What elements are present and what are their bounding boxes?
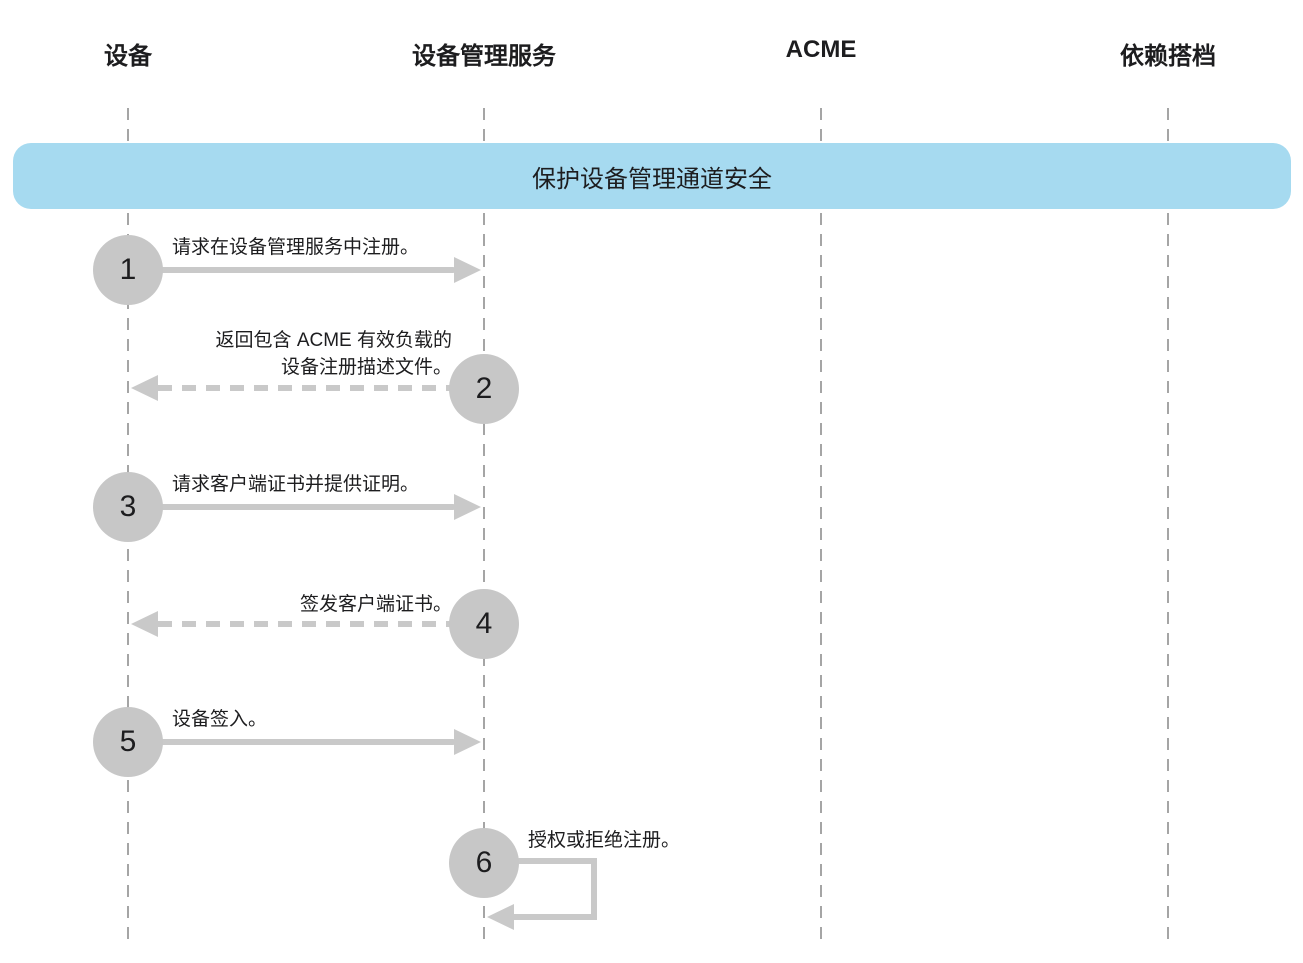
step-3-message: 请求客户端证书并提供证明。: [172, 474, 420, 495]
step-2-arrow-line-dashed: [158, 385, 452, 391]
step-2-number: 2: [475, 372, 493, 405]
actor-label-acme: ACME: [785, 36, 857, 63]
lifeline-mdm-service: [483, 108, 485, 948]
actor-label-relying-partner: 依赖搭档: [1120, 43, 1216, 70]
step-6-self-loop-line: [505, 858, 597, 920]
step-5-arrowhead-right-icon: [454, 729, 481, 755]
step-5-message: 设备签入。: [172, 709, 268, 730]
step-4-circle: 4: [449, 589, 519, 659]
step-6-arrowhead-left-icon: [487, 904, 514, 930]
step-4-message: 签发客户端证书。: [299, 594, 452, 615]
step-1-arrow-line: [150, 267, 456, 273]
step-3-arrowhead-right-icon: [454, 494, 481, 520]
step-5-arrow-line: [150, 739, 456, 745]
step-4-arrowhead-left-icon: [131, 611, 158, 637]
section-banner-label: 保护设备管理通道安全: [532, 165, 772, 193]
step-6-number: 6: [475, 846, 493, 879]
step-1-message: 请求在设备管理服务中注册。: [172, 237, 420, 258]
step-2-circle: 2: [449, 354, 519, 424]
step-1-arrowhead-right-icon: [454, 257, 481, 283]
step-1-circle: 1: [93, 235, 163, 305]
step-6-circle: 6: [449, 828, 519, 898]
step-3-circle: 3: [93, 472, 163, 542]
step-6-message: 授权或拒绝注册。: [528, 830, 681, 851]
actor-label-mdm-service: 设备管理服务: [412, 43, 556, 70]
lifeline-acme: [820, 108, 822, 948]
step-3-arrow-line: [150, 504, 456, 510]
lifeline-relying-partner: [1167, 108, 1169, 948]
actor-label-device: 设备: [104, 43, 152, 70]
step-1-number: 1: [119, 253, 137, 286]
step-3-number: 3: [119, 490, 137, 523]
step-2-message: 返回包含 ACME 有效负载的 设备注册描述文件。: [140, 327, 452, 381]
step-5-number: 5: [119, 725, 137, 758]
step-2-message-line2: 设备注册描述文件。: [280, 357, 452, 378]
step-4-arrow-line-dashed: [158, 621, 452, 627]
step-4-number: 4: [475, 607, 493, 640]
step-5-circle: 5: [93, 707, 163, 777]
step-2-message-line1: 返回包含 ACME 有效负载的: [215, 330, 452, 351]
section-banner: 保护设备管理通道安全: [13, 143, 1291, 209]
step-2-arrowhead-left-icon: [131, 375, 158, 401]
